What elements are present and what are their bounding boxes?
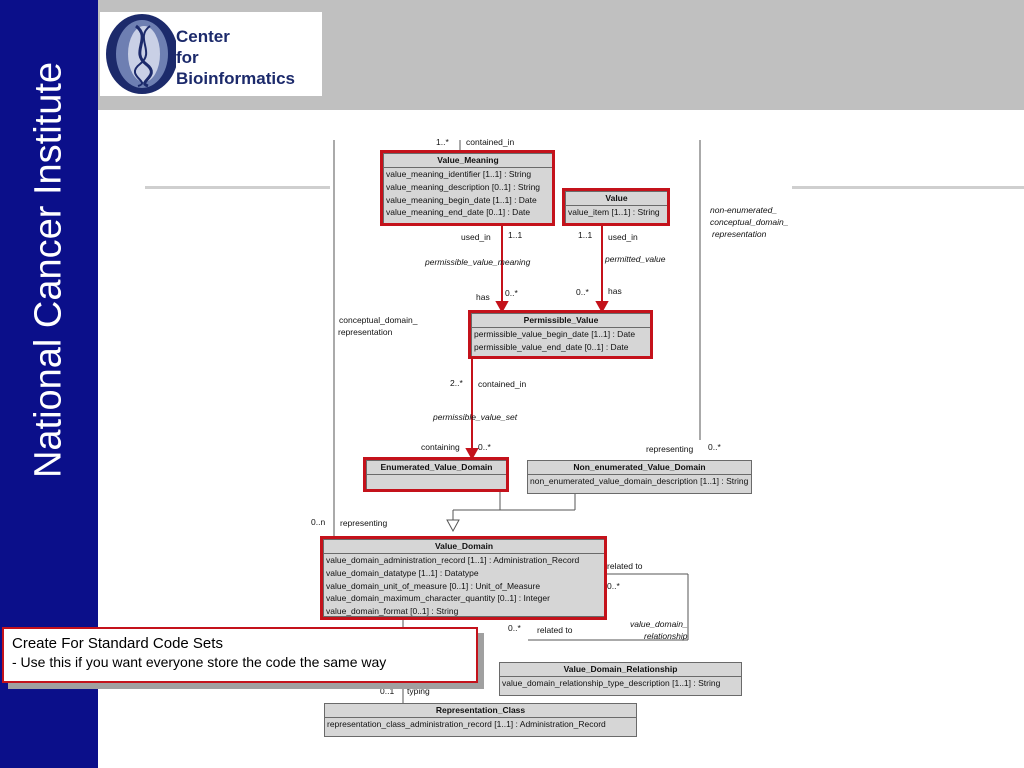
label-role: has xyxy=(608,286,622,296)
label-association: permissible_value_set xyxy=(433,412,518,422)
class-name: Permissible_Value xyxy=(472,314,650,328)
callout-body: - Use this if you want everyone store th… xyxy=(12,654,387,670)
callout-title: Create For Standard Code Sets xyxy=(12,635,223,652)
label-association: relationship xyxy=(644,631,688,641)
attr: value_domain_unit_of_measure [0..1] : Un… xyxy=(326,580,541,591)
divider-right xyxy=(792,186,1024,189)
arrowhead-value-pv xyxy=(595,301,609,314)
class-name: Value_Domain_Relationship xyxy=(500,663,741,677)
attr: non_enumerated_value_domain_description … xyxy=(530,476,749,486)
label-association: permissible_value_meaning xyxy=(425,257,531,267)
label-role: has xyxy=(476,292,490,302)
arrowhead-pv-evd xyxy=(465,448,479,461)
label-role: representation xyxy=(338,327,393,337)
attr: value_meaning_description [0..1] : Strin… xyxy=(386,181,541,192)
label-association: conceptual_domain_ xyxy=(710,217,789,227)
attr: value_domain_administration_record [1..1… xyxy=(326,555,580,565)
label-multiplicity: 0..* xyxy=(607,581,620,591)
label-multiplicity: 0..n xyxy=(311,517,326,527)
class-name: Non_enumerated_Value_Domain xyxy=(528,461,751,475)
class-value-domain: Value_Domain value_domain_administration… xyxy=(323,539,605,617)
attr: value_domain_datatype [1..1] : Datatype xyxy=(326,567,479,578)
attr: representation_class_administration_reco… xyxy=(327,719,606,729)
attr: value_meaning_begin_date [1..1] : Date xyxy=(386,194,537,205)
label-role: related to xyxy=(537,625,573,635)
label-association: permitted_value xyxy=(605,254,666,264)
label-role: conceptual_domain_ xyxy=(339,315,418,325)
label-multiplicity: 1..1 xyxy=(508,230,523,240)
generalization-triangle xyxy=(446,519,460,533)
label-multiplicity: 0..* xyxy=(576,287,589,297)
attr: permissible_value_begin_date [1..1] : Da… xyxy=(474,329,636,339)
class-value: Value value_item [1..1] : String xyxy=(565,191,668,224)
class-name: Value xyxy=(566,192,667,206)
attr: permissible_value_end_date [0..1] : Date xyxy=(474,341,629,352)
logo-line-bioinformatics: Bioinformatics xyxy=(176,69,296,88)
label-association: non-enumerated_ xyxy=(710,205,778,215)
class-value-meaning: Value_Meaning value_meaning_identifier [… xyxy=(383,153,553,224)
label-multiplicity: 0..1 xyxy=(380,686,395,696)
attr: value_domain_format [0..1] : String xyxy=(326,606,459,617)
attr: value_meaning_end_date [0..1] : Date xyxy=(386,207,531,218)
class-name: Value_Domain xyxy=(324,540,604,554)
label-multiplicity: 2..* xyxy=(450,378,463,388)
label-multiplicity: 1..* xyxy=(436,137,449,147)
attr: value_item [1..1] : String xyxy=(568,207,660,217)
class-permissible-value: Permissible_Value permissible_value_begi… xyxy=(471,313,651,357)
label-role: used_in xyxy=(461,232,491,242)
label-association: representation xyxy=(712,229,767,239)
attr: value_domain_relationship_type_descripti… xyxy=(502,678,721,688)
label-association: value_domain_ xyxy=(630,619,688,629)
class-name: Enumerated_Value_Domain xyxy=(367,461,506,475)
label-multiplicity: 0..* xyxy=(478,442,491,452)
class-name: Representation_Class xyxy=(325,704,636,718)
label-role: used_in xyxy=(608,232,638,242)
callout-box: Create For Standard Code Sets - Use this… xyxy=(2,627,478,683)
arrowhead-vm-pv xyxy=(495,301,509,314)
class-non-enumerated-value-domain: Non_enumerated_Value_Domain non_enumerat… xyxy=(527,460,752,494)
label-multiplicity: 0..* xyxy=(708,442,721,452)
label-role: representing xyxy=(646,444,694,454)
label-role: contained_in xyxy=(478,379,527,389)
label-role: typing xyxy=(407,686,430,696)
logo-line-center: Center xyxy=(176,27,230,46)
center-for-bioinformatics-logo: Center for Bioinformatics xyxy=(100,12,322,96)
label-multiplicity: 1..1 xyxy=(578,230,593,240)
class-representation-class: Representation_Class representation_clas… xyxy=(324,703,637,737)
dna-helix-icon xyxy=(106,14,176,94)
attr xyxy=(367,475,506,476)
class-enumerated-value-domain: Enumerated_Value_Domain xyxy=(366,460,507,490)
attr: value_domain_maximum_character_quantity … xyxy=(326,593,550,604)
logo-line-for: for xyxy=(176,48,199,67)
class-name: Value_Meaning xyxy=(384,154,552,168)
label-role: containing xyxy=(421,442,460,452)
label-role: representing xyxy=(340,518,388,528)
label-role: contained_in xyxy=(466,137,515,147)
label-role: related to xyxy=(607,561,643,571)
label-multiplicity: 0..* xyxy=(508,623,521,633)
label-multiplicity: 0..* xyxy=(505,288,518,298)
logo-text: Center for Bioinformatics xyxy=(176,26,295,89)
attr: value_meaning_identifier [1..1] : String xyxy=(386,169,532,179)
class-value-domain-relationship: Value_Domain_Relationship value_domain_r… xyxy=(499,662,742,696)
divider-left xyxy=(145,186,330,189)
